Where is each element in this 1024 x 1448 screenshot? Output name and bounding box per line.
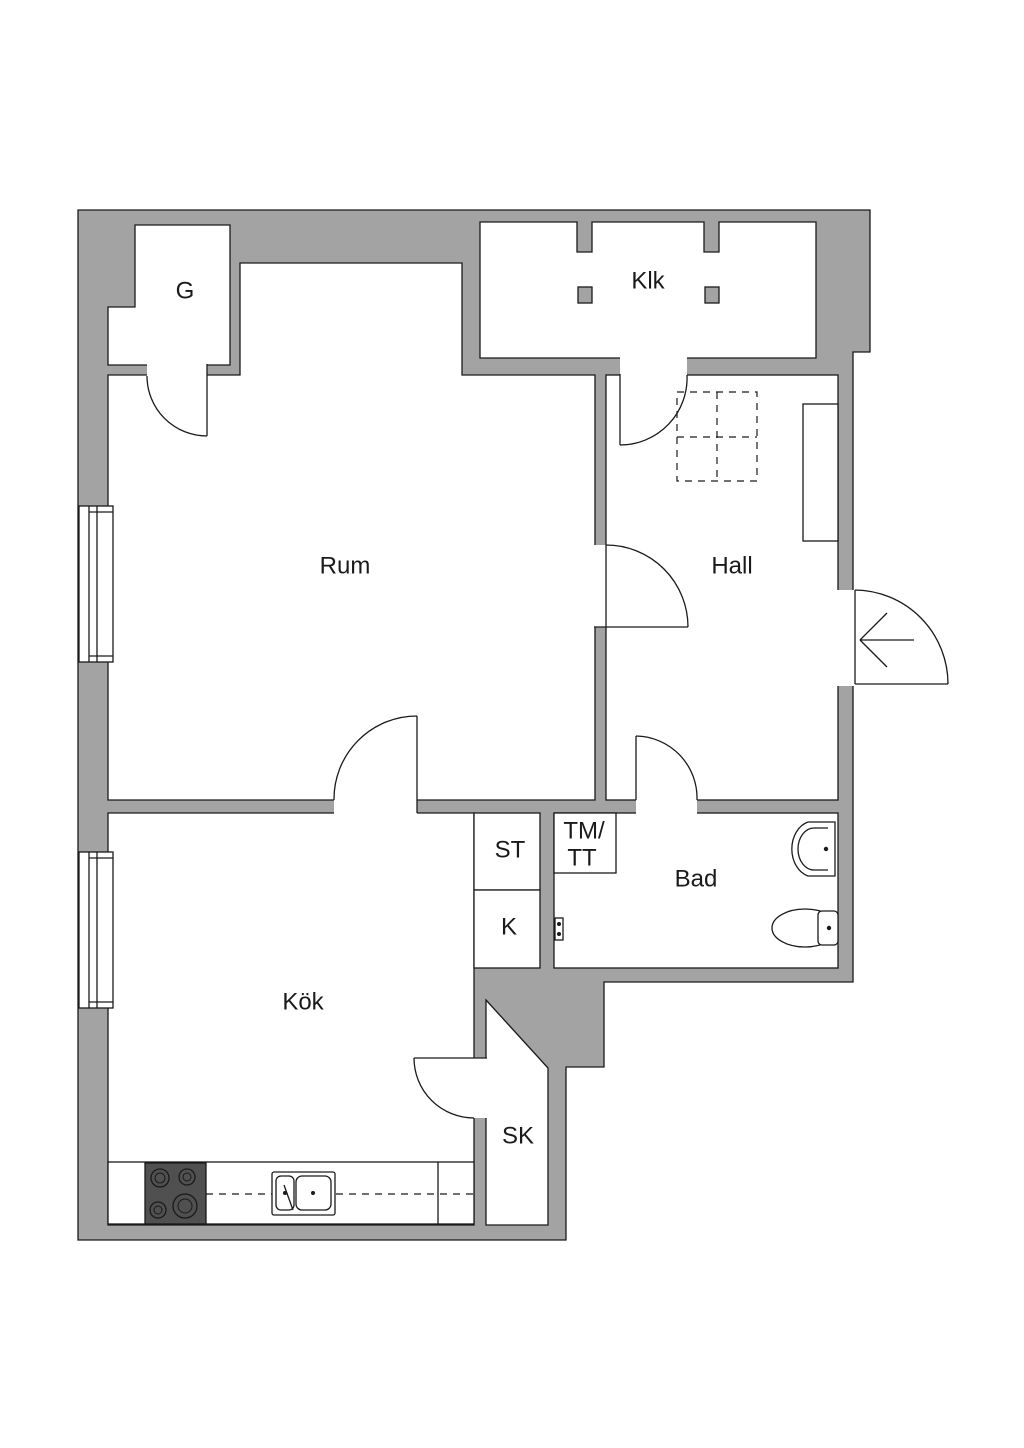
toilet-icon: [771, 908, 839, 948]
label-st: ST: [495, 836, 526, 863]
label-klk: Klk: [631, 267, 665, 294]
room-g: [107, 224, 231, 366]
hall-wardrobe: [802, 403, 839, 542]
pillar: [704, 286, 720, 304]
label-tm-line1: TM/: [563, 817, 605, 844]
window-kok: [78, 851, 114, 1009]
label-bad: Bad: [675, 865, 718, 892]
sink-icon: [791, 821, 836, 877]
room-sk: [485, 998, 549, 1226]
room-hall: [605, 374, 839, 801]
door-entrance-swing: [854, 589, 949, 685]
door-g-swing: [146, 375, 208, 437]
hall-storage-dashed: [676, 391, 758, 482]
door-bad-swing: [635, 735, 698, 801]
room-labels: G Klk Rum Hall Kök Bad ST K SK TM/ TT: [176, 267, 753, 1149]
label-rum: Rum: [320, 552, 371, 579]
klk-pillars: [577, 286, 720, 304]
door-klk-swing: [619, 374, 688, 446]
doors: [146, 357, 949, 1119]
stove-icon: [144, 1162, 207, 1225]
room-klk: [479, 221, 817, 359]
label-tm-line2: TT: [567, 844, 597, 871]
door-rum-swing: [605, 544, 689, 628]
hall-fixtures: [676, 391, 839, 542]
label-sk: SK: [502, 1122, 534, 1149]
kitchen-counter: [107, 1161, 475, 1225]
faucet-icon: [554, 917, 564, 941]
label-hall: Hall: [711, 552, 752, 579]
door-kok-swing: [333, 715, 418, 801]
windows: [78, 505, 114, 1009]
label-k: K: [501, 913, 517, 940]
door-sk-swing: [413, 1057, 475, 1119]
label-kok: Kök: [282, 988, 324, 1015]
room-k: [473, 889, 541, 969]
washer-dryer-space: [553, 812, 617, 874]
pillar: [577, 286, 593, 304]
window-rum: [78, 505, 114, 663]
bath-fixtures: [553, 812, 839, 948]
entrance-arrow-icon: [859, 612, 914, 668]
kitchen-sink-icon: [271, 1171, 336, 1216]
label-g: G: [176, 277, 195, 304]
